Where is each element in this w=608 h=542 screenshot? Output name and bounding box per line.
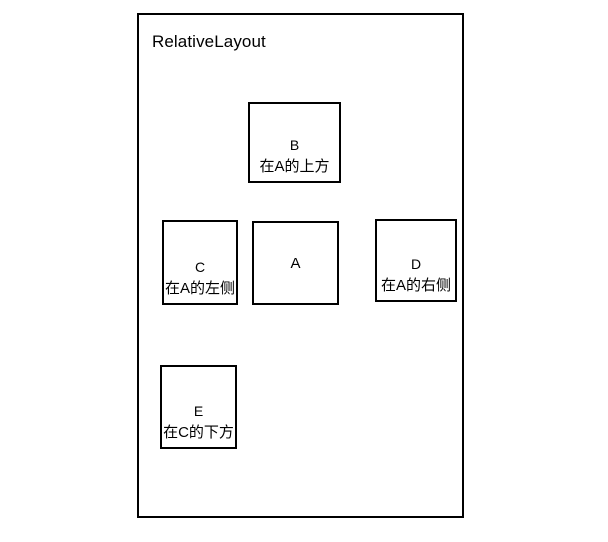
view-box-a[interactable]: A [252, 221, 339, 305]
view-box-c-subtitle: 在A的左侧 [164, 280, 235, 297]
view-box-b-letter: B [289, 137, 300, 153]
relative-layout-container: RelativeLayout B 在A的上方 C 在A的左侧 A D 在A的右侧… [137, 13, 464, 518]
page-title: RelativeLayout [152, 32, 266, 51]
view-box-b[interactable]: B 在A的上方 [248, 102, 341, 183]
view-box-c-letter: C [194, 259, 206, 275]
view-box-e[interactable]: E 在C的下方 [160, 365, 237, 449]
view-box-d[interactable]: D 在A的右侧 [375, 219, 457, 302]
view-box-d-letter: D [410, 256, 422, 272]
view-box-a-letter: A [290, 254, 301, 272]
view-box-d-subtitle: 在A的右侧 [380, 277, 451, 294]
view-box-e-subtitle: 在C的下方 [163, 424, 234, 441]
view-box-e-letter: E [193, 403, 204, 419]
view-box-b-subtitle: 在A的上方 [259, 158, 330, 175]
view-box-c[interactable]: C 在A的左侧 [162, 220, 238, 305]
